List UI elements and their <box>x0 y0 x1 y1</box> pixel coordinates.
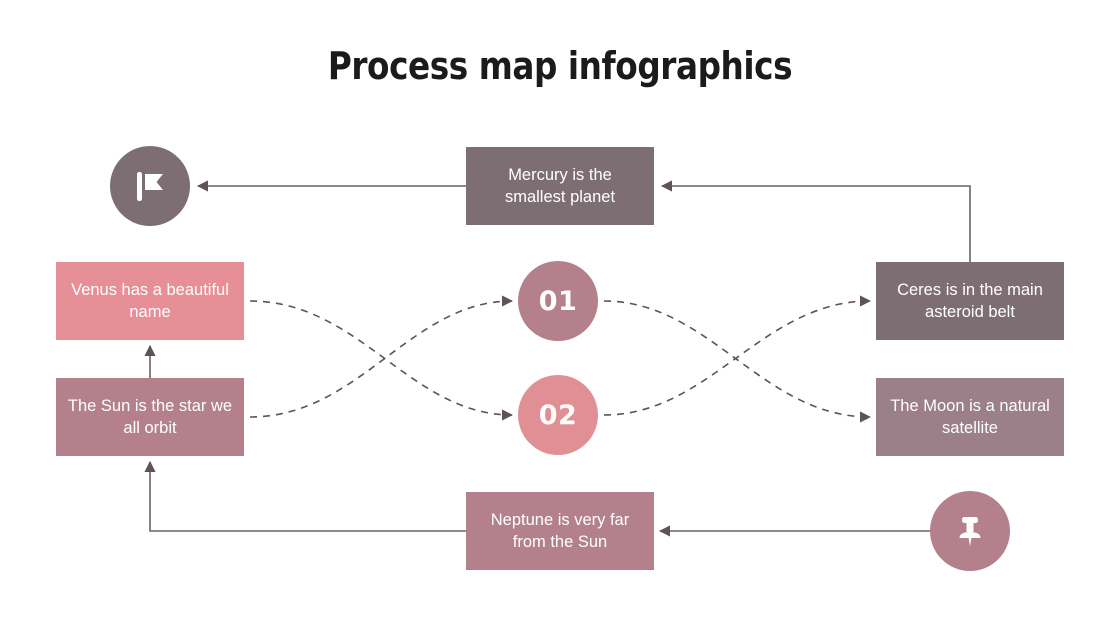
connector-step-two-to-ceres <box>603 295 872 416</box>
node-neptune[interactable]: Neptune is very far from the Sun <box>466 492 654 570</box>
step-two-label: 02 <box>538 399 578 431</box>
connector-sun-to-step-one <box>249 295 514 418</box>
node-neptune-label: Neptune is very far from the Sun <box>490 510 630 551</box>
flag-icon <box>129 165 171 207</box>
connector-ceres-to-mercury <box>660 180 971 262</box>
step-two-circle[interactable]: 02 <box>518 375 598 455</box>
pin-badge[interactable] <box>930 491 1010 571</box>
node-ceres[interactable]: Ceres is in the main asteroid belt <box>876 262 1064 340</box>
pin-icon <box>950 510 990 552</box>
connector-venus-to-step-two <box>249 300 514 421</box>
node-venus[interactable]: Venus has a beautiful name <box>56 262 244 340</box>
flag-badge[interactable] <box>110 146 190 226</box>
node-sun-label: The Sun is the star we all orbit <box>67 396 233 437</box>
node-sun[interactable]: The Sun is the star we all orbit <box>56 378 244 456</box>
step-one-circle[interactable]: 01 <box>518 261 598 341</box>
node-mercury[interactable]: Mercury is the smallest planet <box>466 147 654 225</box>
node-venus-label: Venus has a beautiful name <box>71 280 229 321</box>
node-mercury-label: Mercury is the smallest planet <box>504 165 616 206</box>
connector-neptune-to-sun <box>144 460 466 532</box>
node-ceres-label: Ceres is in the main asteroid belt <box>897 280 1043 321</box>
page-title: Process map infographics <box>327 44 793 88</box>
step-one-label: 01 <box>538 285 578 317</box>
connector-step-one-to-moon <box>603 300 872 423</box>
node-moon-label: The Moon is a natural satellite <box>890 396 1050 437</box>
node-moon[interactable]: The Moon is a natural satellite <box>876 378 1064 456</box>
